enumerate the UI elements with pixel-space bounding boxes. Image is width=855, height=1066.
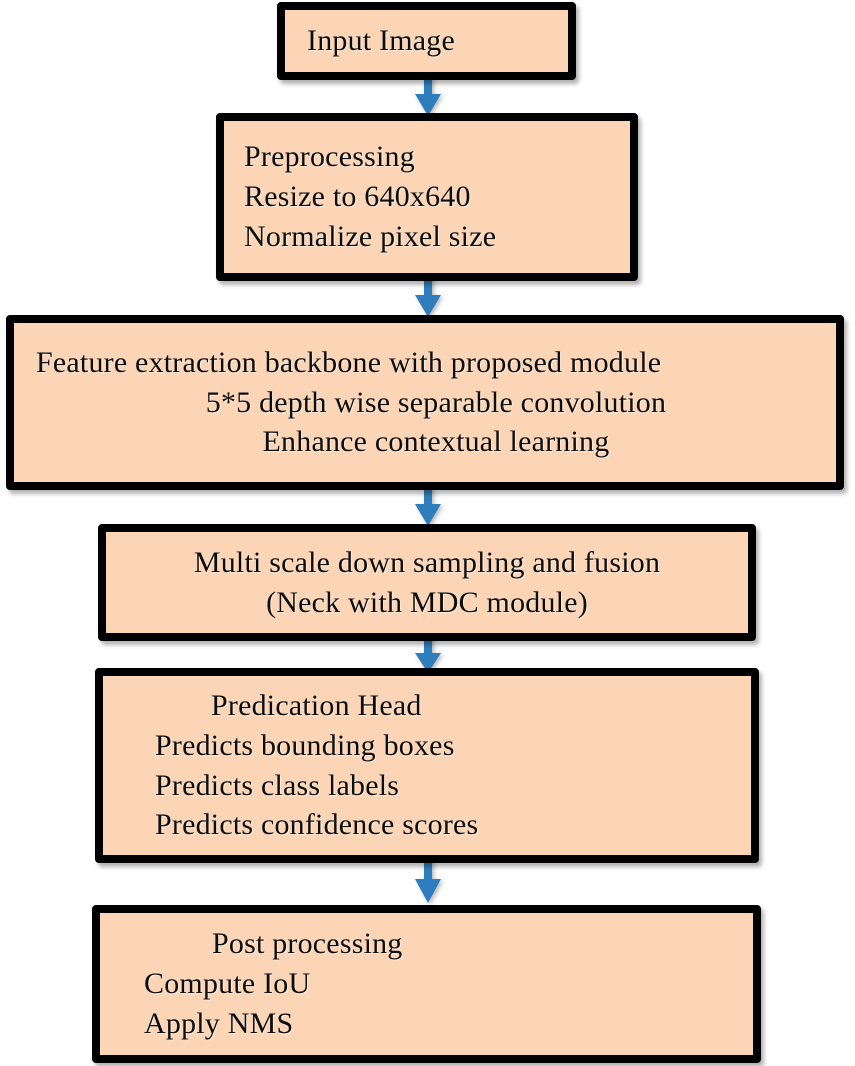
node-line: Compute IoU xyxy=(144,967,311,1001)
node-line: Predicts class labels xyxy=(155,768,400,802)
arrow-down-icon xyxy=(413,72,443,118)
node-text-block: Post processing Compute IoU Apply NMS xyxy=(100,924,753,1044)
node-line: Resize to 640x640 xyxy=(244,180,471,214)
node-line: Predicts bounding boxes xyxy=(155,728,455,762)
node-predication-head[interactable]: Predication Head Predicts bounding boxes… xyxy=(95,668,759,863)
node-line: Normalize pixel size xyxy=(244,219,497,253)
node-line: Preprocessing xyxy=(244,140,415,174)
arrow-down-icon xyxy=(413,482,443,528)
arrow-down-icon xyxy=(413,633,443,675)
node-line: Multi scale down sampling and fusion xyxy=(193,545,661,579)
node-line: Apply NMS xyxy=(144,1006,294,1040)
node-preprocessing[interactable]: Preprocessing Resize to 640x640 Normaliz… xyxy=(216,113,638,281)
node-line: Post processing xyxy=(212,927,403,961)
node-post-processing[interactable]: Post processing Compute IoU Apply NMS xyxy=(92,905,761,1063)
node-line: Feature extraction backbone with propose… xyxy=(36,345,662,379)
node-line: Predication Head xyxy=(211,688,422,722)
arrow-down-icon xyxy=(413,273,443,319)
node-text-block: Input Image xyxy=(285,21,568,61)
node-multi-scale-neck[interactable]: Multi scale down sampling and fusion (Ne… xyxy=(98,524,756,641)
node-feature-extraction-backbone[interactable]: Feature extraction backbone with propose… xyxy=(6,315,844,490)
node-line: Input Image xyxy=(307,24,455,58)
node-input-image[interactable]: Input Image xyxy=(277,2,576,80)
arrow-down-icon xyxy=(413,855,443,905)
node-text-block: Feature extraction backbone with propose… xyxy=(14,343,836,463)
node-text-block: Multi scale down sampling and fusion (Ne… xyxy=(106,543,748,623)
node-text-block: Predication Head Predicts bounding boxes… xyxy=(103,686,751,846)
node-line: (Neck with MDC module) xyxy=(266,585,588,619)
node-line: Enhance contextual learning xyxy=(262,425,610,459)
node-line: 5*5 depth wise separable convolution xyxy=(205,385,667,419)
node-text-block: Preprocessing Resize to 640x640 Normaliz… xyxy=(224,137,630,257)
node-line: Predicts confidence scores xyxy=(155,808,479,842)
